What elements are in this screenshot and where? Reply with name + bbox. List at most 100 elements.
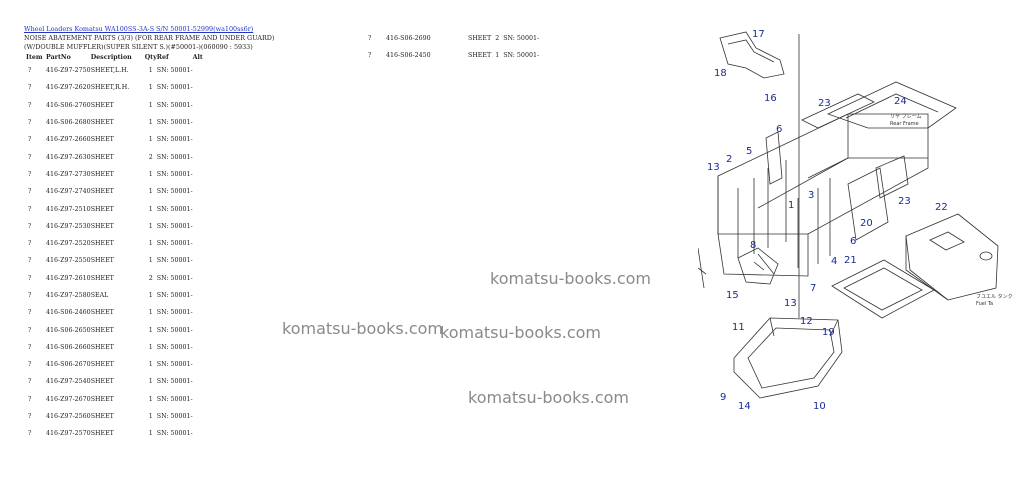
cell-item: ? <box>28 257 32 265</box>
cell-part-no: 416-S06-2670 <box>46 361 91 369</box>
cell-ref: SN: 50001- <box>156 205 193 213</box>
cell-item: ? <box>28 361 32 369</box>
page-title: NOISE ABATEMENT PARTS (3/3) (FOR REAR FR… <box>24 34 275 51</box>
cell-part-no: 416-Z97-2660 <box>46 136 91 144</box>
callout-number: 23 <box>898 196 911 207</box>
callout-number: 2 <box>726 154 732 165</box>
cell-item: ? <box>28 326 32 334</box>
callout-number: 22 <box>935 202 948 213</box>
cell-ref: SN: 50001- <box>156 222 193 230</box>
cell-alt <box>193 304 213 321</box>
cell-ref: SN: 50001- <box>156 84 193 92</box>
cell-part-no: 416-Z97-2730 <box>46 170 91 178</box>
cell-part-no: 416-Z97-2620 <box>46 84 91 92</box>
callout-number: 16 <box>764 93 777 104</box>
cell-description: SHEET <box>90 361 114 369</box>
cell-description: SHEET,R.H. <box>90 84 130 92</box>
cell-ref: SN: 50001- <box>156 309 193 317</box>
cell-qty: 1 <box>148 292 153 299</box>
callout-number: 19 <box>822 327 835 338</box>
breadcrumb-link[interactable]: Wheel Loaders Komatsu WA100SS-3A-S S/N 5… <box>24 25 254 33</box>
fuel-tank-label-en: Fuel Ta <box>976 301 993 307</box>
cell-part-no: 416-Z97-2630 <box>46 153 91 161</box>
callout-number: 11 <box>732 322 745 333</box>
cell-qty: 1 <box>148 240 153 248</box>
callout-number: 4 <box>831 256 837 267</box>
cell-description: SHEET <box>90 188 114 196</box>
cell-ref: SN: 50001- <box>156 430 193 438</box>
cell-qty: 1 <box>495 52 500 60</box>
column-header-alt: Alt <box>192 53 203 61</box>
cell-description: SEAL <box>90 292 109 299</box>
callout-number: 6 <box>850 236 856 247</box>
cell-alt <box>193 114 213 131</box>
cell-qty: 1 <box>148 67 153 75</box>
cell-qty: 1 <box>148 413 153 421</box>
callout-number: 23 <box>818 98 831 109</box>
cell-alt <box>193 408 213 425</box>
cell-description: SHEET <box>90 222 114 230</box>
watermark: komatsu-books.com <box>490 269 651 288</box>
cell-ref: SN: 50001- <box>156 101 193 109</box>
cell-item: ? <box>28 222 32 230</box>
parts-table-header: Item PartNo Description Qty Ref Alt <box>26 52 213 62</box>
cell-ref: SN: 50001- <box>156 395 193 403</box>
cell-qty: 1 <box>148 395 153 403</box>
cell-description: SHEET <box>468 52 492 60</box>
cell-description: SHEET <box>90 153 114 161</box>
callout-number: 10 <box>813 401 826 412</box>
cell-ref: SN: 50001- <box>156 378 193 386</box>
cell-item: ? <box>28 84 32 92</box>
cell-description: SHEET <box>90 240 114 248</box>
cell-part-no: 416-S06-2450 <box>386 52 431 60</box>
callout-number: 5 <box>746 146 752 157</box>
cell-alt <box>193 79 213 96</box>
cell-alt <box>193 287 213 304</box>
cell-item: ? <box>368 52 372 60</box>
column-header-qty: Qty <box>144 53 157 61</box>
cell-description: SHEET <box>90 170 114 178</box>
cell-qty: 1 <box>148 343 153 351</box>
cell-part-no: 416-Z97-2610 <box>46 274 91 282</box>
cell-part-no: 416-S06-2660 <box>46 343 91 351</box>
cell-qty: 1 <box>148 257 153 265</box>
cell-item: ? <box>368 35 372 43</box>
cell-description: SHEET <box>468 35 492 43</box>
cell-item: ? <box>28 378 32 386</box>
cell-ref: SN: 50001- <box>156 67 193 75</box>
cell-alt <box>193 148 213 165</box>
cell-item: ? <box>28 309 32 317</box>
cell-item: ? <box>28 395 32 403</box>
callout-number: 7 <box>810 283 816 294</box>
cell-qty: 1 <box>148 430 153 438</box>
cell-ref: SN: 50001- <box>156 170 193 178</box>
cell-part-no: 416-S06-2680 <box>46 119 91 127</box>
cell-alt <box>193 321 213 338</box>
cell-qty: 1 <box>148 119 153 127</box>
cell-alt <box>193 270 213 287</box>
cell-part-no: 416-S06-2760 <box>46 101 91 109</box>
callout-number: 17 <box>752 29 765 40</box>
cell-description: SHEET <box>90 119 114 127</box>
cell-qty: 1 <box>148 101 153 109</box>
cell-qty: 2 <box>148 153 153 161</box>
cell-item: ? <box>28 153 32 161</box>
callout-number: 14 <box>738 401 751 412</box>
watermark: komatsu-books.com <box>468 388 629 407</box>
diagram-linework <box>698 31 999 399</box>
cell-alt <box>193 356 213 373</box>
watermark: komatsu-books.com <box>440 323 601 342</box>
cell-item: ? <box>28 240 32 248</box>
